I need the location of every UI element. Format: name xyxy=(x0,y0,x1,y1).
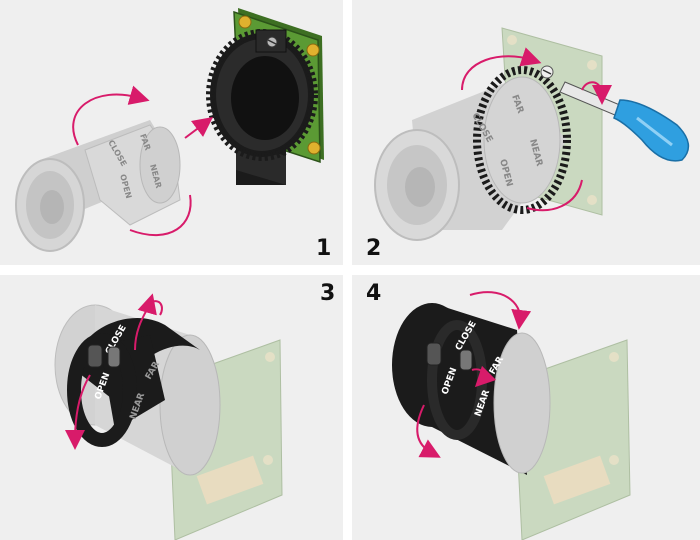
step-4-panel: CLOSE OPEN FAR NEAR 4 xyxy=(352,275,700,540)
rotate-arrow-icon xyxy=(184,117,213,139)
step-2-panel: CLOSE FAR OPEN NEAR 2 xyxy=(352,0,700,265)
step-number: 1 xyxy=(316,236,331,261)
rotate-arrow-icon xyxy=(72,85,150,146)
rotate-arrow-icon xyxy=(461,47,542,91)
rotate-arrow-icon xyxy=(469,291,532,330)
step-3-panel: CLOSE OPEN FAR NEAR 3 xyxy=(0,275,343,540)
step-number: 4 xyxy=(366,281,381,306)
step-number: 3 xyxy=(320,281,335,306)
rotate-arrow-icon xyxy=(65,374,91,450)
rotate-arrow-icon xyxy=(471,365,497,388)
step-4-illustration: CLOSE OPEN FAR NEAR xyxy=(392,291,631,540)
rotate-arrow-icon xyxy=(416,404,441,458)
step-number: 2 xyxy=(366,236,381,261)
step-1-panel: CLOSE FAR OPEN NEAR 1 xyxy=(0,0,343,265)
step-2-illustration: CLOSE FAR OPEN NEAR xyxy=(374,27,690,241)
lens-mount xyxy=(206,29,318,185)
step-1-illustration: CLOSE FAR OPEN NEAR xyxy=(15,8,324,252)
rotate-arrow-icon xyxy=(134,293,157,351)
lens-body: CLOSE OPEN FAR NEAR xyxy=(392,303,551,475)
lens-ghost: CLOSE FAR OPEN NEAR xyxy=(374,66,571,241)
rotate-arrow-icon xyxy=(581,81,612,105)
step-3-illustration: CLOSE OPEN FAR NEAR xyxy=(54,293,283,540)
rotate-arrow-icon xyxy=(149,300,163,316)
lens-ghost: CLOSE FAR OPEN NEAR xyxy=(15,120,181,252)
lens-rings: CLOSE OPEN FAR NEAR xyxy=(67,317,200,447)
rotate-arrow-icon xyxy=(526,179,583,212)
rotate-arrow-icon xyxy=(129,194,192,236)
